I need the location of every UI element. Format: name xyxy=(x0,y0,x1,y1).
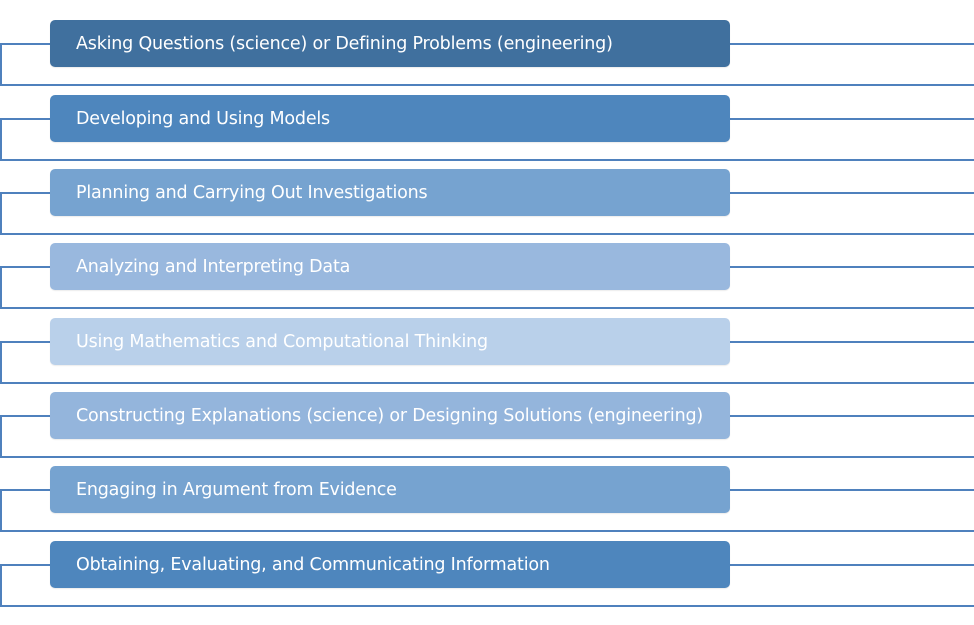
practice-box: Using Mathematics and Computational Thin… xyxy=(50,318,730,365)
practice-label: Asking Questions (science) or Defining P… xyxy=(76,33,613,54)
connector-vertical xyxy=(0,489,2,531)
practice-row-4: Analyzing and Interpreting Data xyxy=(0,243,974,309)
practice-label: Developing and Using Models xyxy=(76,108,330,129)
connector-left xyxy=(0,192,50,194)
connector-vertical xyxy=(0,341,2,383)
connector-bottom xyxy=(0,456,974,458)
practice-label: Planning and Carrying Out Investigations xyxy=(76,182,428,203)
practice-label: Constructing Explanations (science) or D… xyxy=(76,405,704,426)
connector-bottom xyxy=(0,307,974,309)
connector-right xyxy=(730,266,974,268)
practice-box: Asking Questions (science) or Defining P… xyxy=(50,20,730,67)
connector-left xyxy=(0,266,50,268)
connector-left xyxy=(0,564,50,566)
connector-vertical xyxy=(0,564,2,606)
connector-right xyxy=(730,341,974,343)
connector-right xyxy=(730,489,974,491)
connector-bottom xyxy=(0,382,974,384)
connector-bottom xyxy=(0,84,974,86)
connector-right xyxy=(730,192,974,194)
practice-label: Using Mathematics and Computational Thin… xyxy=(76,331,488,352)
practice-row-2: Developing and Using Models xyxy=(0,95,974,161)
connector-bottom xyxy=(0,605,974,607)
practice-row-3: Planning and Carrying Out Investigations xyxy=(0,169,974,235)
practice-row-8: Obtaining, Evaluating, and Communicating… xyxy=(0,541,974,607)
practice-label: Engaging in Argument from Evidence xyxy=(76,479,397,500)
practice-row-6: Constructing Explanations (science) or D… xyxy=(0,392,974,458)
connector-right xyxy=(730,118,974,120)
connector-bottom xyxy=(0,530,974,532)
practice-box: Analyzing and Interpreting Data xyxy=(50,243,730,290)
connector-right xyxy=(730,43,974,45)
connector-vertical xyxy=(0,415,2,457)
connector-right xyxy=(730,564,974,566)
practice-box: Engaging in Argument from Evidence xyxy=(50,466,730,513)
practice-box: Planning and Carrying Out Investigations xyxy=(50,169,730,216)
connector-right xyxy=(730,415,974,417)
practice-label: Analyzing and Interpreting Data xyxy=(76,256,351,277)
connector-left xyxy=(0,341,50,343)
connector-bottom xyxy=(0,233,974,235)
practice-box: Constructing Explanations (science) or D… xyxy=(50,392,730,439)
practice-box: Developing and Using Models xyxy=(50,95,730,142)
connector-vertical xyxy=(0,192,2,234)
connector-left xyxy=(0,489,50,491)
connector-vertical xyxy=(0,266,2,308)
practice-row-7: Engaging in Argument from Evidence xyxy=(0,466,974,532)
practice-label: Obtaining, Evaluating, and Communicating… xyxy=(76,554,550,575)
practice-row-1: Asking Questions (science) or Defining P… xyxy=(0,20,974,86)
connector-left xyxy=(0,43,50,45)
connector-vertical xyxy=(0,118,2,160)
connector-left xyxy=(0,118,50,120)
connector-vertical xyxy=(0,43,2,85)
practice-box: Obtaining, Evaluating, and Communicating… xyxy=(50,541,730,588)
connector-bottom xyxy=(0,159,974,161)
connector-left xyxy=(0,415,50,417)
practice-row-5: Using Mathematics and Computational Thin… xyxy=(0,318,974,384)
